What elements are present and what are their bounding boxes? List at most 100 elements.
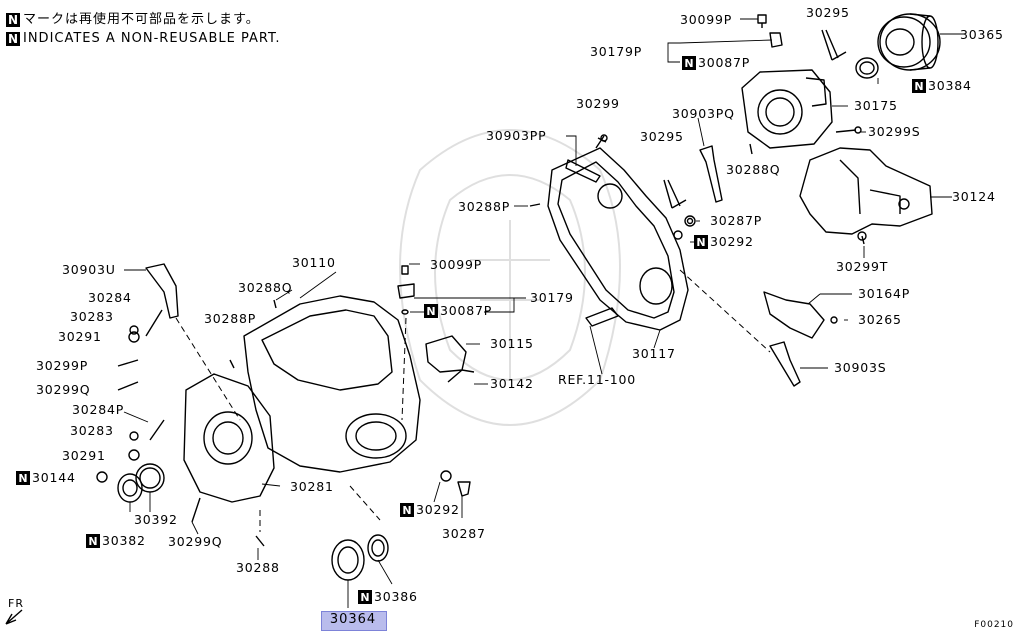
- part-label-30288q[interactable]: 30288Q: [238, 280, 292, 295]
- bracket-30903s[interactable]: [769, 341, 801, 387]
- part-label-30392[interactable]: 30392: [134, 512, 178, 527]
- plug-30287p[interactable]: [684, 215, 696, 227]
- part-label-30110[interactable]: 30110: [292, 255, 336, 270]
- part-label-30124[interactable]: 30124: [952, 189, 996, 204]
- adapter-30281[interactable]: [183, 373, 275, 503]
- bolt-30299t[interactable]: [857, 231, 867, 245]
- bracket-30903pp[interactable]: [565, 159, 601, 183]
- pin-30288q-left[interactable]: [273, 299, 277, 309]
- part-label-30299t[interactable]: 30299T: [836, 259, 888, 274]
- bolt-30265[interactable]: [830, 316, 838, 324]
- bolt-30299q-lower[interactable]: [191, 497, 201, 523]
- part-label-30179p[interactable]: 30179P: [590, 44, 642, 59]
- part-label-30299s[interactable]: 30299S: [868, 124, 921, 139]
- pin-30288p[interactable]: [529, 203, 541, 207]
- housing-30110[interactable]: [243, 295, 421, 473]
- part-label-30287[interactable]: 30287: [442, 526, 486, 541]
- part-label-30288p[interactable]: 30288P: [204, 311, 256, 326]
- breather-30179p[interactable]: [757, 14, 783, 48]
- part-label-30299q[interactable]: 30299Q: [36, 382, 90, 397]
- part-label-30295[interactable]: 30295: [806, 5, 850, 20]
- part-label-30283[interactable]: 30283: [70, 309, 114, 324]
- part-label-30265[interactable]: 30265: [858, 312, 902, 327]
- part-label-30287p[interactable]: 30287P: [710, 213, 762, 228]
- part-label-30164p[interactable]: 30164P: [858, 286, 910, 301]
- part-label-30299[interactable]: 30299: [576, 96, 620, 111]
- stud-30284p[interactable]: [149, 419, 165, 441]
- oring-30292-top[interactable]: [673, 230, 683, 240]
- ref-part-11-100[interactable]: [585, 307, 619, 327]
- pin-30288[interactable]: [255, 535, 265, 547]
- extension-housing-30175[interactable]: [741, 69, 833, 149]
- part-label-30099p[interactable]: 30099P: [680, 12, 732, 27]
- part-label-30288p[interactable]: 30288P: [458, 199, 510, 214]
- part-label-30281[interactable]: 30281: [290, 479, 334, 494]
- part-label-30099p[interactable]: 30099P: [430, 257, 482, 272]
- bolt-30299q[interactable]: [117, 381, 139, 391]
- part-label-30903u[interactable]: 30903U: [62, 262, 116, 277]
- case-30117[interactable]: [547, 147, 689, 331]
- seal-30382[interactable]: [117, 473, 143, 503]
- part-label-30175[interactable]: 30175: [854, 98, 898, 113]
- part-label-30117[interactable]: 30117: [632, 346, 676, 361]
- sensor-30179[interactable]: [397, 265, 415, 315]
- part-label-30299q[interactable]: 30299Q: [168, 534, 222, 549]
- ref-label[interactable]: REF.11-100: [558, 372, 636, 387]
- clip-30295-mid[interactable]: [663, 179, 687, 209]
- plug-30287[interactable]: [457, 481, 471, 497]
- bracket-30124[interactable]: [799, 147, 933, 235]
- part-label-30288[interactable]: 30288: [236, 560, 280, 575]
- selected-part-label[interactable]: 30364: [329, 612, 377, 627]
- part-label-30179[interactable]: 30179: [530, 290, 574, 305]
- part-label-30903pq[interactable]: 30903PQ: [672, 106, 735, 121]
- seal-30386[interactable]: [367, 534, 389, 562]
- seal-30364[interactable]: [331, 539, 365, 581]
- non-reusable-mark: [912, 79, 926, 93]
- wire-30142[interactable]: [447, 369, 475, 383]
- part-label-30284[interactable]: 30284: [88, 290, 132, 305]
- part-label-30283[interactable]: 30283: [70, 423, 114, 438]
- part-label-30142[interactable]: 30142: [490, 376, 534, 391]
- pin-30288p-left[interactable]: [229, 359, 235, 369]
- seal-30384[interactable]: [855, 57, 879, 79]
- bearing-30365[interactable]: [877, 13, 941, 71]
- pin-30288q[interactable]: [749, 143, 753, 155]
- part-number-text: 30284P: [72, 402, 124, 417]
- non-reusable-mark: [694, 235, 708, 249]
- bolt-30299p[interactable]: [117, 359, 139, 367]
- seal-30392[interactable]: [135, 463, 165, 493]
- bolt-30299[interactable]: [595, 134, 608, 149]
- part-label-30903pp[interactable]: 30903PP: [486, 128, 546, 143]
- bracket-30903pq[interactable]: [699, 145, 723, 203]
- bolt-30299s[interactable]: [835, 126, 862, 134]
- clip-30295[interactable]: [821, 29, 847, 61]
- oring-30292-bottom[interactable]: [440, 470, 452, 482]
- part-label-30299p[interactable]: 30299P: [36, 358, 88, 373]
- nut-30283[interactable]: [129, 325, 139, 335]
- washer-30291-lower[interactable]: [128, 449, 140, 461]
- part-label-30295[interactable]: 30295: [640, 129, 684, 144]
- part-label-30115[interactable]: 30115: [490, 336, 534, 351]
- bracket-30903u[interactable]: [145, 263, 179, 319]
- part-label-30291[interactable]: 30291: [58, 329, 102, 344]
- guard-30164p[interactable]: [763, 291, 825, 339]
- part-label-30284p[interactable]: 30284P: [72, 402, 124, 417]
- nut-30144[interactable]: [96, 471, 108, 483]
- stud-30284[interactable]: [145, 309, 163, 337]
- part-label-30291[interactable]: 30291: [62, 448, 106, 463]
- part-number-text: 30288P: [458, 199, 510, 214]
- part-label-30365[interactable]: 30365: [960, 27, 1004, 42]
- part-number-text: 30299S: [868, 124, 921, 139]
- nut-30283-lower[interactable]: [129, 431, 139, 441]
- part-label-30903s[interactable]: 30903S: [834, 360, 887, 375]
- washer-30291[interactable]: [128, 331, 140, 343]
- part-label-30288q[interactable]: 30288Q: [726, 162, 780, 177]
